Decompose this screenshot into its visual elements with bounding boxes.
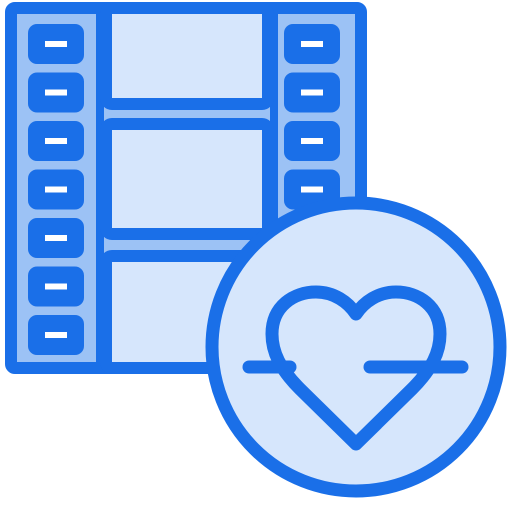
right-perforation-mark-3 bbox=[301, 138, 323, 144]
film-frame-1 bbox=[100, 2, 274, 110]
left-perforation-mark-2 bbox=[45, 89, 67, 96]
right-perforations bbox=[284, 24, 340, 210]
heart-badge bbox=[205, 196, 507, 498]
right-perforation-mark-1 bbox=[301, 41, 323, 47]
right-perforation-mark-2 bbox=[301, 89, 323, 96]
left-perforation-mark-6 bbox=[45, 283, 67, 290]
left-perforation-mark-5 bbox=[45, 235, 67, 241]
film-frame-2 bbox=[100, 118, 274, 240]
right-perforation-mark-4 bbox=[301, 186, 323, 193]
heart-icon bbox=[265, 285, 447, 451]
left-perforation-mark-4 bbox=[45, 186, 67, 193]
left-perforation-mark-3 bbox=[45, 138, 67, 144]
left-perforation-mark-1 bbox=[45, 41, 67, 47]
left-perforation-mark-7 bbox=[45, 332, 67, 338]
left-perforations bbox=[28, 24, 84, 355]
